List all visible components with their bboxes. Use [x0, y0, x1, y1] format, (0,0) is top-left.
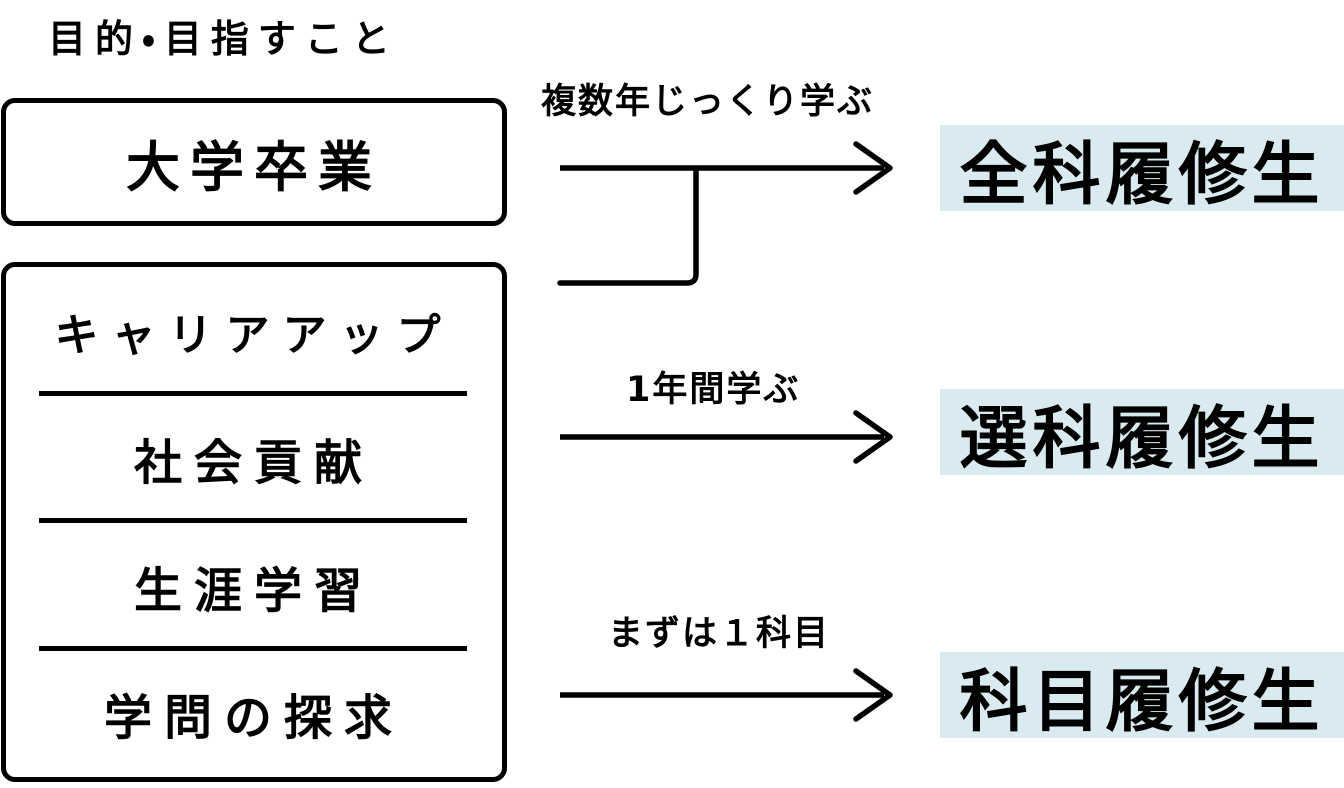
goal-item-career: キャリアアップ [54, 309, 454, 361]
arrow-label-one-year: 1年間学ぶ [626, 370, 801, 410]
divider-line [39, 391, 467, 396]
goal-box-graduation: 大学卒業 [1, 98, 507, 226]
result-badge-zenka: 全科履修生 [940, 125, 1344, 211]
divider-line [39, 646, 467, 651]
goal-box-purposes: キャリアアップ 社会貢献 生涯学習 学問の探求 [1, 262, 507, 782]
goal-item-academic: 学問の探求 [103, 690, 404, 747]
arrow-head-bottom [853, 668, 893, 722]
diagram-title: 目的・目指すこと [48, 17, 399, 61]
arrow-label-multi-year: 複数年じっくり学ぶ [541, 82, 875, 122]
goal-label-graduation: 大学卒業 [126, 135, 382, 199]
goal-item-lifelong: 生涯学習 [133, 562, 374, 619]
branch-connector [557, 167, 699, 286]
result-badge-kamoku: 科目履修生 [940, 652, 1344, 738]
goal-item-social: 社会貢献 [133, 435, 374, 492]
result-badge-senka: 選科履修生 [940, 389, 1344, 475]
divider-line [39, 518, 467, 523]
arrow-label-one-subject: まずは１科目 [608, 614, 831, 654]
arrow-head-middle [853, 410, 893, 464]
arrow-head-top [853, 141, 893, 195]
